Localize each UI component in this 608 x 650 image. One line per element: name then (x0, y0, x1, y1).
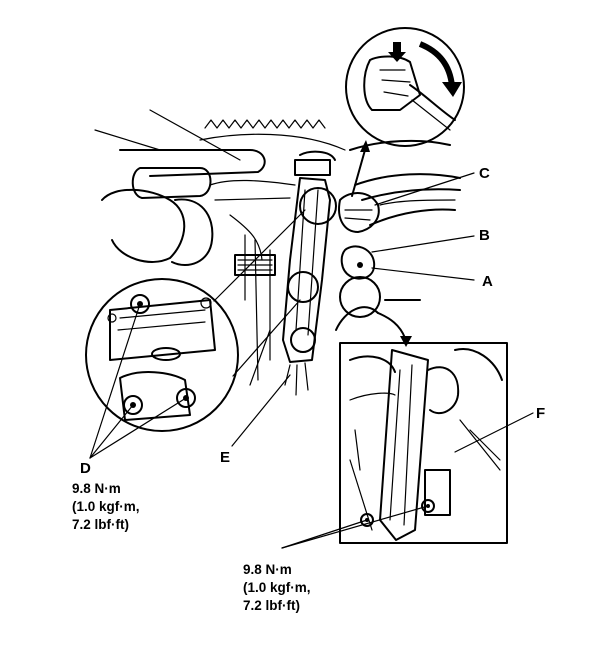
callout-c: C (479, 165, 490, 182)
torque-spec-bottom: 9.8 N·m (1.0 kgf·m, 7.2 lbf·ft) (243, 562, 311, 613)
torque-bottom-line1: 9.8 N·m (243, 562, 292, 577)
torque-bottom-line2: (1.0 kgf·m, (243, 580, 311, 595)
torque-left-line2: (1.0 kgf·m, (72, 499, 140, 514)
callout-a: A (482, 273, 493, 290)
callout-b: B (479, 227, 490, 244)
engine-bay-illustration (94, 109, 461, 396)
connector-detail-callout (345, 27, 465, 197)
callout-f: F (536, 405, 545, 422)
leader-lines (231, 172, 475, 549)
torque-spec-left: 9.8 N·m (1.0 kgf·m, 7.2 lbf·ft) (72, 481, 140, 532)
bracket-detail-inset (335, 306, 534, 544)
callout-e: E (220, 449, 230, 466)
callout-d: D (80, 460, 91, 477)
bolt-detail-callout (85, 209, 306, 459)
torque-left-line3: 7.2 lbf·ft) (72, 517, 129, 532)
torque-bottom-line3: 7.2 lbf·ft) (243, 598, 300, 613)
torque-left-line1: 9.8 N·m (72, 481, 121, 496)
